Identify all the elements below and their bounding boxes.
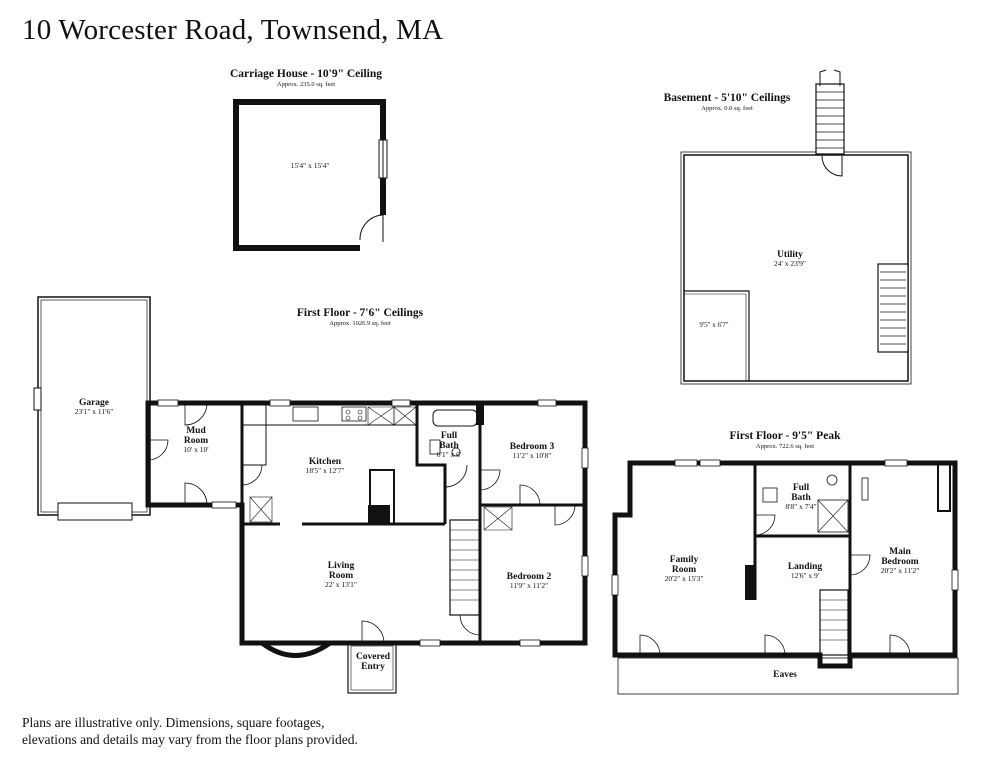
main-bedroom-label-2: Bedroom [881,557,918,567]
family-room-label-2: Room [672,565,696,575]
kitchen-label: Kitchen [309,457,342,467]
bedroom2-label: Bedroom 2 [507,572,552,582]
landing-label: Landing [788,562,823,572]
basement-plan [680,69,912,385]
family-room-dims: 20'2" x 15'3" [665,574,704,583]
main-bedroom-label-1: Main [889,547,911,557]
basement-area: Approx. 0.0 sq. feet [701,105,753,112]
garage-plan [33,296,151,521]
carriage-house-plan [233,99,388,251]
disclaimer-note: Plans are illustrative only. Dimensions,… [22,715,358,747]
first-floor-peak-title: First Floor - 9'5" Peak [730,430,842,442]
living-room-dims: 22' x 13'1" [325,580,357,589]
garage-dims: 23'1" x 11'6" [75,407,114,416]
mud-room-label-2: Room [184,436,208,446]
first-floor-title: First Floor - 7'6" Ceilings [297,307,424,319]
full-bath-label-2: Bath [439,441,459,451]
bedroom3-label: Bedroom 3 [510,442,555,452]
kitchen-dims: 18'5" x 12'7" [306,466,345,475]
basement-small-room-dims: 9'5" x 6'7" [699,321,728,329]
garage-label: Garage [79,398,109,408]
covered-entry-label-1: Covered [356,652,391,662]
carriage-house-area: Approx. 235.0 sq. feet [277,81,335,88]
covered-entry-label-2: Entry [361,662,385,672]
main-bedroom-dims: 20'2" x 11'2" [881,566,920,575]
first-floor-peak-area: Approx. 722.6 sq. feet [756,443,814,450]
utility-dims: 24' x 23'9" [774,259,806,268]
peak-full-bath-label-1: Full [793,483,810,493]
eaves-label: Eaves [773,670,797,680]
landing-dims: 12'6" x 9' [791,571,820,580]
first-floor-peak-plan [611,459,959,695]
mud-room-label-1: Mud [186,426,206,436]
bedroom3-dims: 11'2" x 10'8" [513,451,552,460]
carriage-house-dims: 15'4" x 15'4" [291,161,330,170]
carriage-house-title: Carriage House - 10'9" Ceiling [230,68,382,80]
first-floor-plan [145,399,589,694]
basement-title: Basement - 5'10" Ceilings [664,92,791,104]
living-room-label-2: Room [329,571,353,581]
mud-room-dims: 10' x 10' [183,445,209,454]
family-room-label-1: Family [670,555,699,565]
peak-full-bath-label-2: Bath [791,493,811,503]
full-bath-label-1: Full [441,431,458,441]
address-title: 10 Worcester Road, Townsend, MA [22,14,444,46]
peak-full-bath-dims: 8'8" x 7'4" [785,502,816,511]
bedroom2-dims: 11'9" x 11'2" [510,581,548,590]
full-bath-dims: 6'1" x 6' [437,450,462,459]
utility-label: Utility [777,250,803,260]
living-room-label-1: Living [328,561,355,571]
first-floor-area: Approx. 1026.9 sq. feet [329,320,391,327]
